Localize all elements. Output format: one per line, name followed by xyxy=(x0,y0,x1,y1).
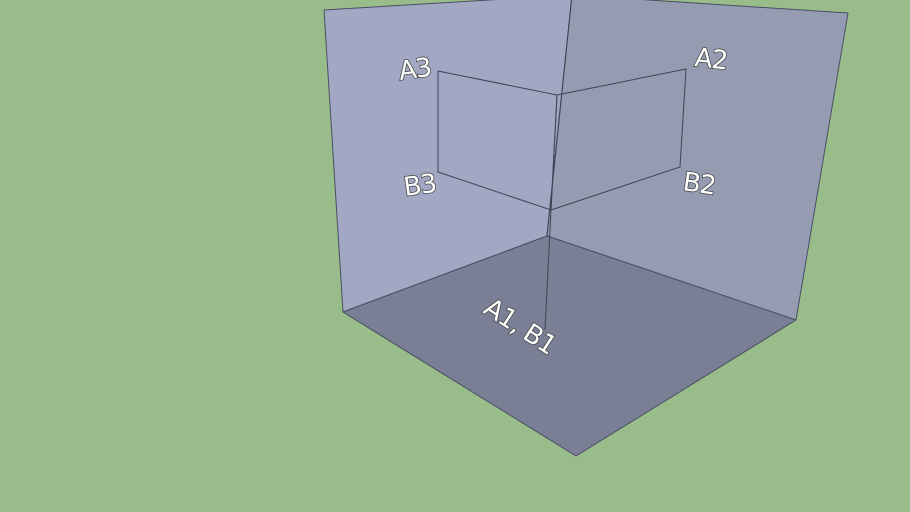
right-wall-panel[interactable] xyxy=(550,68,687,211)
floor-vertical-edge xyxy=(544,209,552,331)
floor[interactable] xyxy=(342,235,797,457)
label-a2: A2 xyxy=(693,43,728,76)
label-b2: B2 xyxy=(681,167,717,201)
label-a3: A3 xyxy=(397,53,433,87)
wall-corner-edge xyxy=(546,0,572,237)
label-b3: B3 xyxy=(402,169,438,203)
